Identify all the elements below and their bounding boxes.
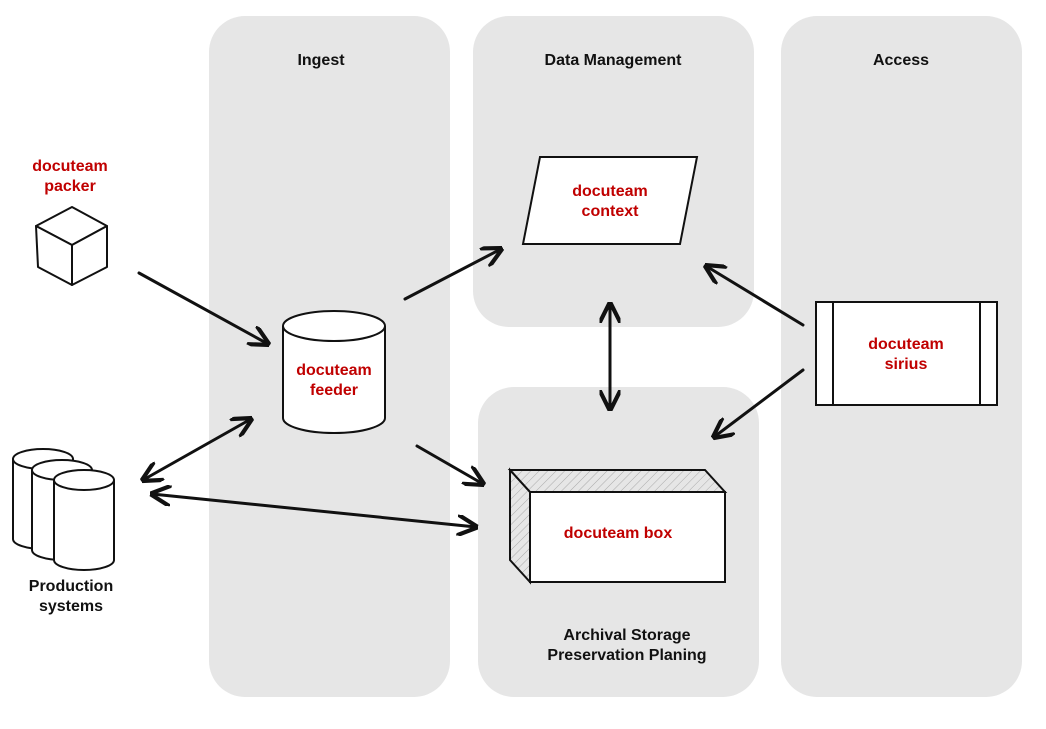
feeder-cylinder-icon [282,310,386,434]
arrow-sirius-to-box [714,368,805,437]
box-label: docuteam box [563,525,673,542]
arrow-packer-to-feeder [137,271,268,344]
data-management-title: Data Management [544,52,682,69]
ingest-title: Ingest [297,52,345,69]
arrow-sirius-to-context [706,266,805,327]
production-label: Production systems [28,578,114,615]
context-label: docuteam context [572,183,648,220]
box-shape [507,467,728,585]
archival-storage-title: Archival Storage Preservation Planing [547,627,707,664]
access-title: Access [872,52,930,69]
context-shape [521,156,699,245]
packer-cube-icon [35,206,108,286]
production-systems-icon [12,448,115,571]
arrow-production-box [152,494,476,527]
sirius-label: docuteam sirius [868,336,944,373]
feeder-label: docuteam feeder [296,362,372,399]
arrow-feeder-to-box [415,444,483,484]
packer-label: docuteam packer [32,158,108,195]
arrow-feeder-to-context [403,249,501,301]
sirius-shape [815,301,998,406]
arrow-production-feeder [143,419,251,480]
